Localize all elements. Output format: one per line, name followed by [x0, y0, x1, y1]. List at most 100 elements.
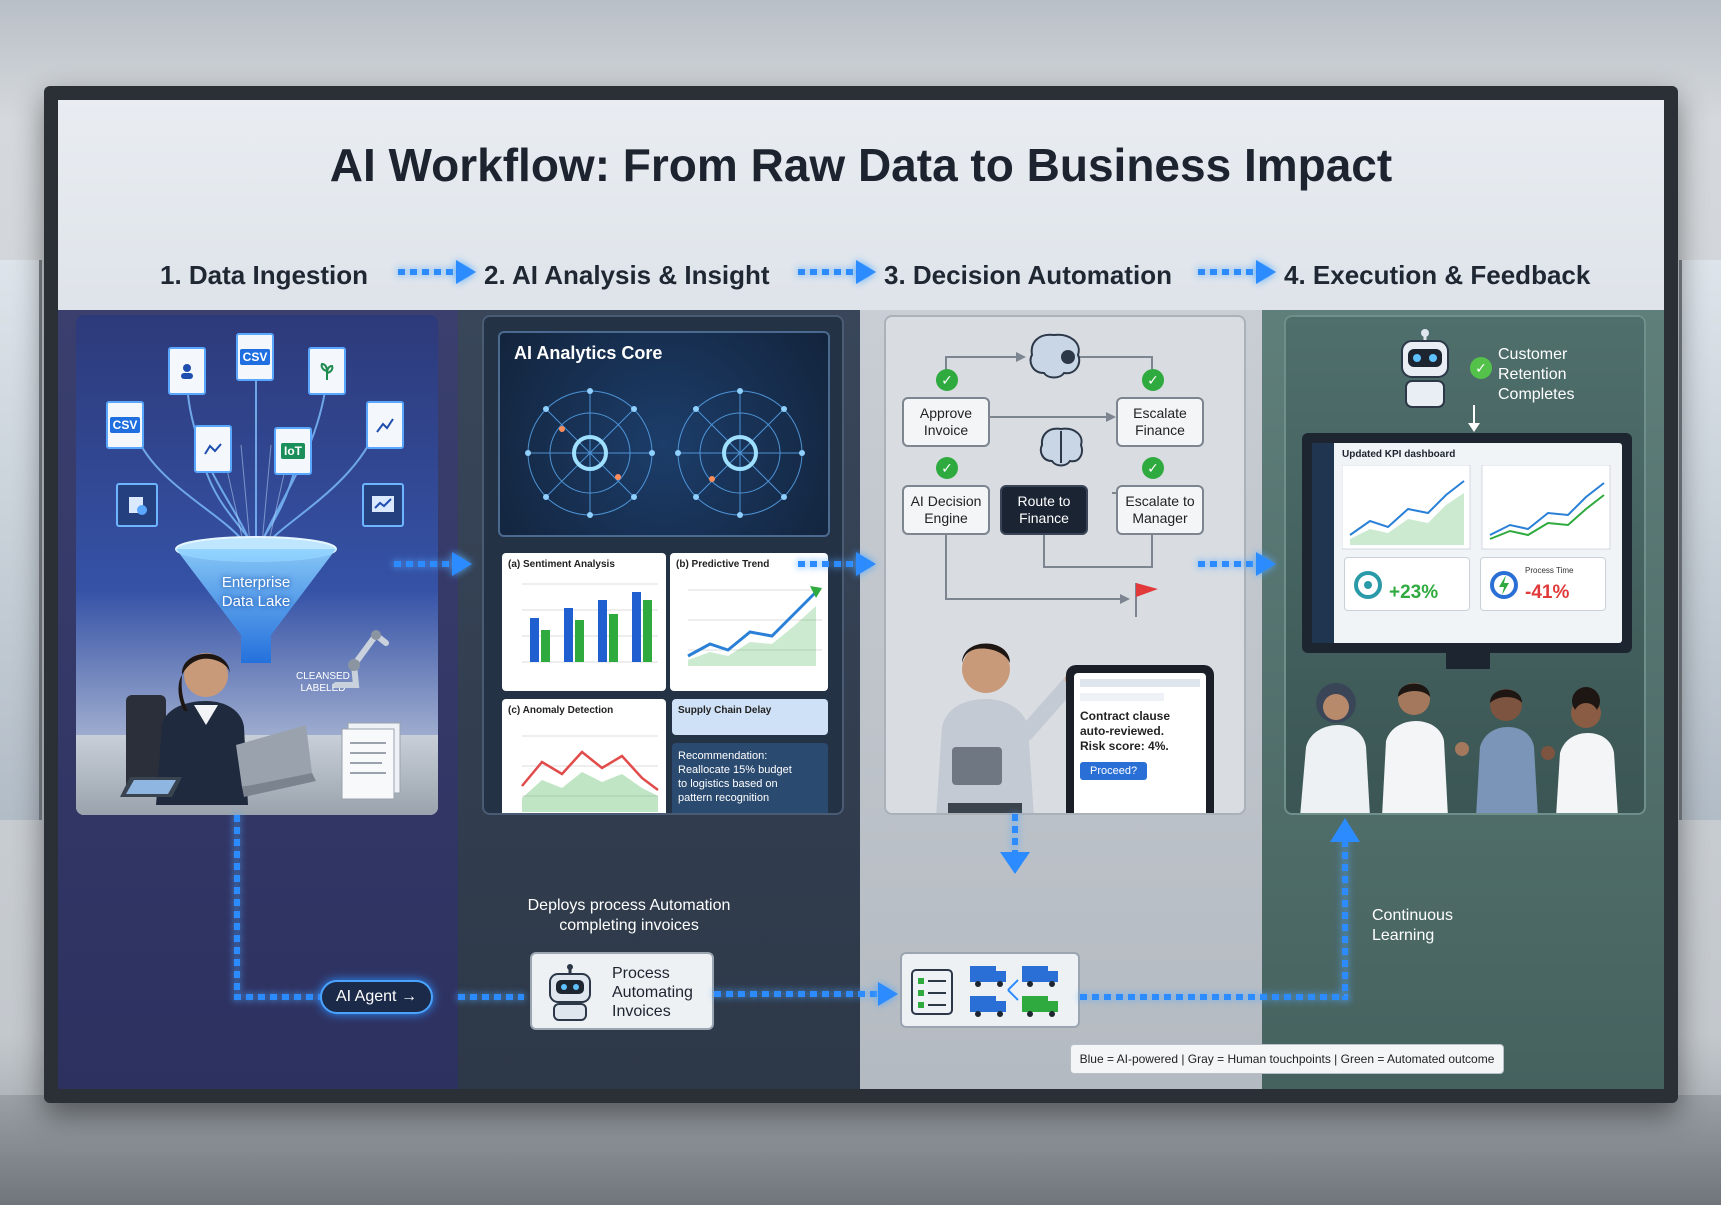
document-csv-left-icon: CSV — [106, 401, 144, 449]
flow-arrow-bottom-2 — [714, 982, 898, 1006]
flow-line-bottom-2 — [458, 994, 524, 1000]
flow-arrow-up-4 — [1330, 818, 1360, 842]
step-execution-feedback: 4. Execution & Feedback — [1284, 260, 1591, 290]
ai-analytics-core: AI Analytics Core — [498, 331, 830, 537]
document-iot-icon: IoT — [274, 427, 312, 475]
document-user-icon — [168, 347, 206, 395]
check-ai-engine-icon: ✓ — [936, 457, 958, 479]
retention-check-icon: ✓ — [1470, 357, 1492, 379]
monitor-stand — [1446, 653, 1490, 669]
check-escalate-manager-icon: ✓ — [1142, 457, 1164, 479]
kpi-label-process-time: Process Time — [1525, 566, 1574, 575]
card-predictive-title: (b) Predictive Trend — [676, 559, 770, 570]
board-screen: AI Workflow: From Raw Data to Business I… — [58, 100, 1664, 1089]
retention-line-1: Customer — [1498, 346, 1568, 363]
panel-data-ingestion: CSV CSV IoT — [76, 315, 438, 815]
recommendation-line-1: Recommendation: — [678, 750, 768, 762]
node-approve-line-2: Invoice — [923, 422, 969, 438]
kpi-monitor: Updated KPI dashboard +23% — [1302, 433, 1632, 653]
labeled-label: LABELED — [300, 683, 346, 694]
proceed-button[interactable]: Proceed? — [1080, 762, 1148, 780]
card-sentiment-analysis: (a) Sentiment Analysis — [502, 553, 666, 691]
scanner-icon — [116, 483, 158, 527]
kpi-gauge-icon — [1354, 571, 1382, 599]
dashboard-sidebar — [1312, 443, 1334, 643]
continuous-text-line-1: Continuous — [1372, 907, 1453, 924]
step-ai-analysis: 2. AI Analysis & Insight — [484, 260, 770, 290]
trucks-dispatch-icon — [911, 966, 1058, 1017]
node-ai-engine-line-1: AI Decision — [910, 493, 982, 509]
document-plant-icon — [308, 347, 346, 395]
diagram-title: AI Workflow: From Raw Data to Business I… — [329, 139, 1393, 191]
team-celebrating-illustration — [1300, 683, 1618, 813]
card-predictive-trend: (b) Predictive Trend — [670, 553, 828, 691]
data-lake-funnel: Enterprise Data Lake — [171, 535, 341, 665]
node-ai-engine-line-2: Engine — [924, 510, 968, 526]
room-floor — [0, 1095, 1721, 1205]
check-escalate-finance-icon: ✓ — [1142, 369, 1164, 391]
color-legend: Blue = AI-powered | Gray = Human touchpo… — [1070, 1044, 1504, 1074]
tablet-text-1: Contract clause — [1080, 709, 1171, 723]
flow-line-down-1 — [234, 815, 240, 995]
process-robot-icon — [549, 964, 591, 1021]
ai-agent-pill: AI Agent → — [320, 980, 433, 1014]
panel-ai-analysis: AI Analytics Core — [482, 315, 844, 815]
process-text-line-3: Invoices — [612, 1003, 671, 1020]
flow-arrow-3-4 — [1198, 552, 1276, 576]
document-csv-icon: CSV — [236, 333, 274, 381]
step-decision-automation: 3. Decision Automation — [884, 260, 1172, 290]
tablet-device: Contract clause auto-reviewed. Risk scor… — [1066, 665, 1214, 813]
analytics-screen-icon — [362, 483, 404, 527]
man-presenting-illustration — [936, 643, 1076, 813]
logistics-dispatch-box — [900, 952, 1080, 1028]
flow-line-down-3 — [1012, 814, 1018, 854]
kpi-card-growth: +23% — [1344, 557, 1470, 611]
process-text-line-2: Automating — [612, 984, 693, 1001]
document-chart-icon — [366, 401, 404, 449]
node-escalate-manager-line-1: Escalate to — [1125, 493, 1195, 509]
node-escalate-manager-line-2: Manager — [1132, 510, 1188, 526]
check-approve-icon: ✓ — [936, 369, 958, 391]
deploy-text-line-2: completing invoices — [559, 917, 699, 934]
predictive-trend-chart — [687, 586, 822, 666]
flow-arrow-1-2 — [394, 552, 472, 576]
recommendation-line-2: Reallocate 15% budget — [678, 764, 792, 776]
recommendation-line-3: to logistics based on — [678, 778, 778, 790]
tablet-on-desk-icon — [120, 777, 182, 797]
card-supply-chain-title: Supply Chain Delay — [678, 705, 772, 716]
tablet-header-bar — [1080, 679, 1200, 687]
step-arrow-3 — [1198, 260, 1276, 284]
document-map-icon — [194, 425, 232, 473]
process-automating-box: Process Automating Invoices — [530, 952, 714, 1030]
neural-network-icon — [525, 388, 805, 518]
paper-stack-icon — [341, 722, 401, 800]
node-escalate-finance-line-2: Finance — [1135, 422, 1185, 438]
step-data-ingestion: 1. Data Ingestion — [160, 260, 369, 290]
display-board: AI Workflow: From Raw Data to Business I… — [44, 86, 1678, 1103]
robot-arm-icon — [333, 630, 389, 688]
brain-icon — [1039, 427, 1083, 467]
funnel-label-line-2: Data Lake — [221, 593, 291, 610]
kpi-value-growth: +23% — [1389, 582, 1439, 603]
tablet-sub-bar — [1080, 693, 1164, 701]
kpi-card-process-time: Process Time -41% — [1480, 557, 1606, 611]
room-window-left — [0, 260, 42, 820]
retention-line-2: Retention — [1498, 366, 1567, 383]
kpi-value-process-time: -41% — [1525, 582, 1570, 603]
core-title: AI Analytics Core — [514, 343, 663, 363]
node-escalate-finance-line-1: Escalate — [1133, 405, 1187, 421]
card-recommendation: Recommendation: Reallocate 15% budget to… — [672, 743, 828, 813]
step-arrow-2 — [798, 260, 876, 284]
down-arrow-icon — [1468, 405, 1480, 432]
brain-gear-icon — [1029, 333, 1081, 379]
dashboard-title: Updated KPI dashboard — [1342, 449, 1456, 460]
recommendation-line-4: pattern recognition — [678, 792, 770, 804]
flow-arrow-2-3 — [798, 552, 876, 576]
anomaly-line-chart — [521, 735, 659, 812]
sentiment-bar-chart — [522, 583, 658, 663]
tablet-text-3: Risk score: 4%. — [1080, 739, 1169, 753]
